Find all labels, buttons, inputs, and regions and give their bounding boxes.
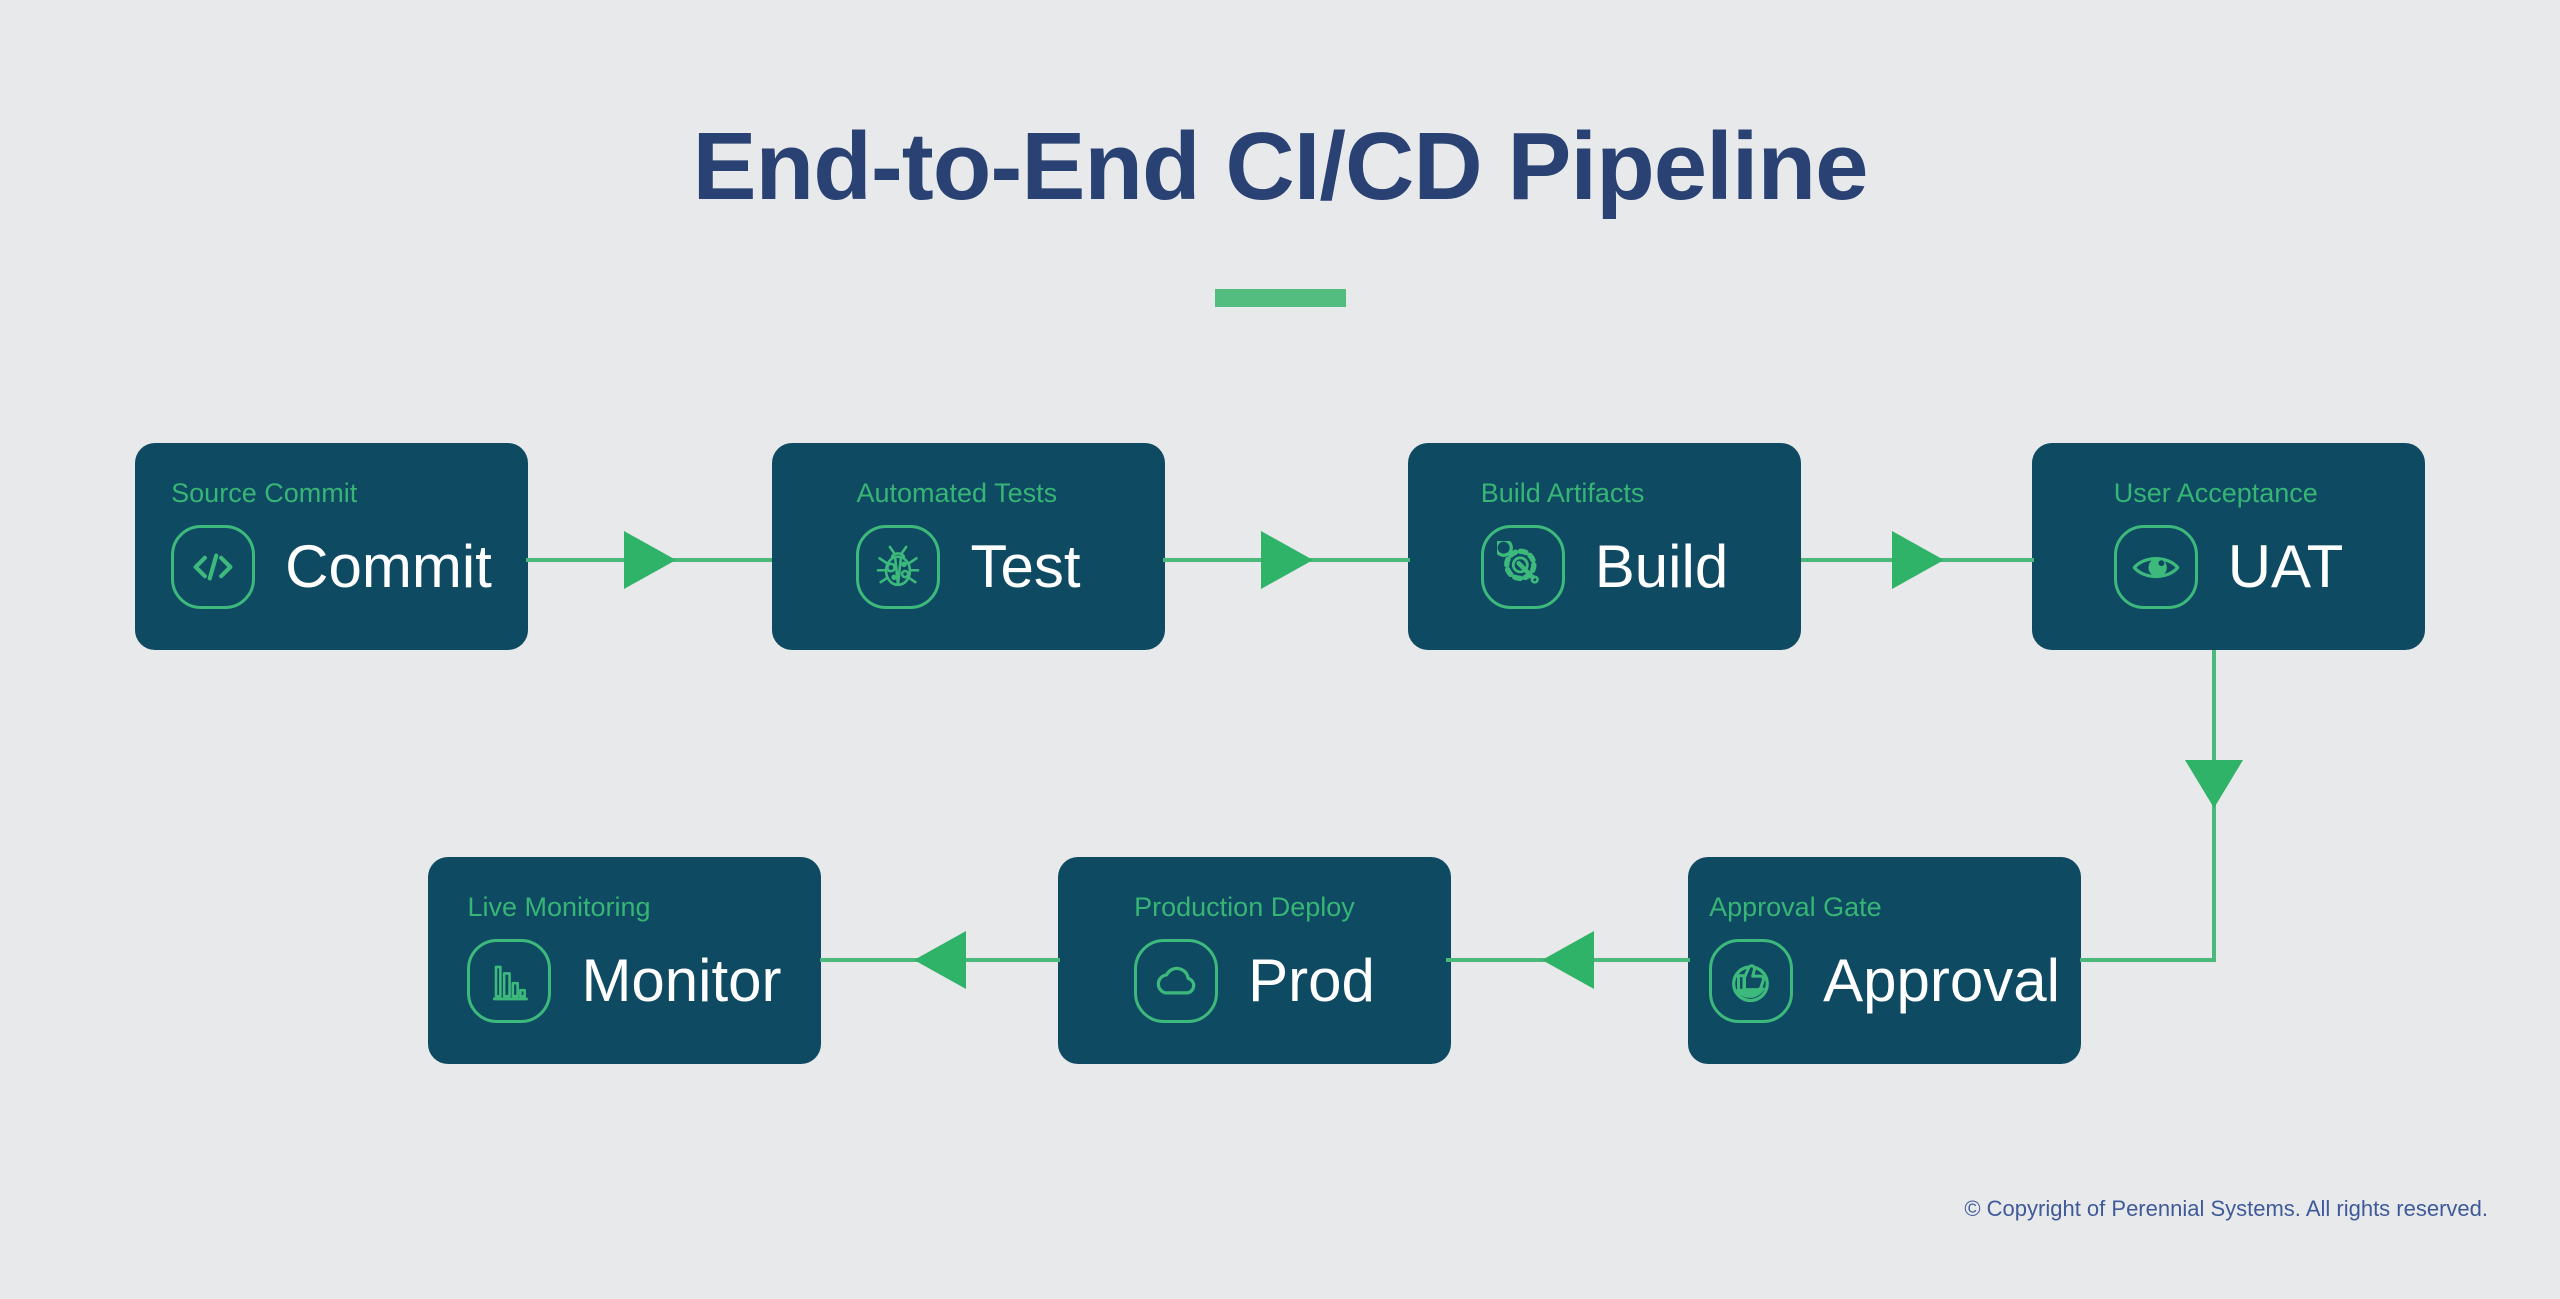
- node-prod-label: Production Deploy: [1134, 892, 1355, 922]
- node-approval-name: Approval: [1823, 946, 2060, 1014]
- arrow-down-icon: [2185, 760, 2243, 808]
- bug-icon: [856, 524, 941, 609]
- node-build-label: Build Artifacts: [1480, 478, 1645, 508]
- node-test-name: Test: [970, 532, 1081, 600]
- gear-wrench-icon: [1480, 524, 1565, 609]
- node-approval: Approval Gate Approval: [1688, 857, 2081, 1064]
- copyright-text: © Copyright of Perennial Systems. All ri…: [1964, 1196, 2488, 1221]
- title-accent-bar: [1215, 289, 1346, 307]
- node-monitor-name: Monitor: [581, 946, 782, 1014]
- node-monitor: Live Monitoring Monitor: [428, 857, 821, 1064]
- node-uat: User Acceptance UAT: [2032, 443, 2425, 650]
- thumbs-up-icon: [1709, 938, 1794, 1023]
- node-build-name: Build: [1594, 532, 1729, 600]
- page-title: End-to-End CI/CD Pipeline: [692, 113, 1869, 220]
- node-commit-name: Commit: [285, 532, 492, 600]
- arrow-right-icon: [624, 531, 676, 589]
- bar-chart-icon: [467, 938, 552, 1023]
- node-build: Build Artifacts Build: [1408, 443, 1801, 650]
- arrow-left-icon: [914, 931, 966, 989]
- arrow-right-icon: [1261, 531, 1313, 589]
- node-prod: Production Deploy Prod: [1058, 857, 1451, 1064]
- node-test: Automated Tests: [772, 443, 1165, 650]
- connector-uat-approval: [2080, 958, 2216, 962]
- code-icon: [171, 524, 256, 609]
- node-commit: Source Commit Commit: [135, 443, 528, 650]
- arrow-left-icon: [1542, 931, 1594, 989]
- node-monitor-label: Live Monitoring: [467, 892, 651, 922]
- eye-icon: [2113, 524, 2198, 609]
- node-commit-label: Source Commit: [171, 478, 358, 508]
- arrow-right-icon: [1892, 531, 1944, 589]
- cloud-icon: [1134, 938, 1219, 1023]
- node-prod-name: Prod: [1248, 946, 1375, 1014]
- node-approval-label: Approval Gate: [1709, 892, 1882, 922]
- node-uat-name: UAT: [2227, 532, 2344, 600]
- node-uat-label: User Acceptance: [2113, 478, 2318, 508]
- node-test-label: Automated Tests: [856, 478, 1058, 508]
